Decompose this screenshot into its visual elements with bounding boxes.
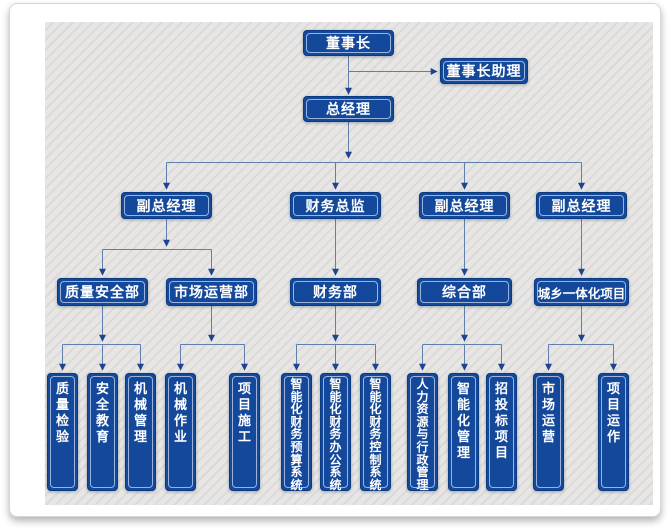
org-node-unit-smart-finance-control-system: 智能化财务控制系统 [360,373,391,491]
org-node-unit-market-operation: 市场运营 [533,373,564,491]
node-label: 城乡一体化项目 [537,286,626,301]
node-label: 董事长助理 [446,63,522,79]
node-label: 机械作业 [173,381,187,444]
node-label: 副总经理 [434,197,495,214]
org-node-unit-machinery-operation: 机械作业 [165,373,196,491]
node-label: 副总经理 [551,197,612,214]
node-label: 项目施工 [237,381,251,444]
node-label: 安全教育 [95,381,109,444]
org-node-dept-finance: 财务部 [290,278,381,306]
node-label: 董事长 [326,35,371,51]
node-label: 机械管理 [133,381,147,444]
org-node-deputy-gm-1: 副总经理 [121,192,212,219]
node-label: 智能化管理 [456,381,470,460]
node-label: 人力资源与行政管理 [416,377,429,492]
node-label: 质量安全部 [65,284,140,300]
node-label: 副总经理 [136,197,197,214]
org-node-dept-market-operations: 市场运营部 [166,278,257,306]
org-node-dept-general-affairs: 综合部 [417,278,512,306]
node-label: 市场运营部 [174,284,249,300]
org-node-unit-machinery-management: 机械管理 [125,373,156,491]
node-label: 财务总监 [305,197,366,214]
org-node-chairman: 董事长 [303,30,394,56]
node-label: 总经理 [326,101,371,117]
org-node-unit-smart-management: 智能化管理 [448,373,479,491]
org-node-unit-safety-education: 安全教育 [87,373,118,491]
org-node-unit-bidding-projects: 招投标项目 [486,373,517,491]
org-node-general-manager: 总经理 [303,96,394,122]
org-node-dept-quality-safety: 质量安全部 [57,278,148,306]
org-node-unit-quality-inspection: 质量检验 [47,373,78,491]
node-label: 智能化财务预算系统 [290,377,303,492]
org-node-dept-urban-rural-project: 城乡一体化项目 [534,278,629,306]
node-label: 智能化财务控制系统 [369,377,382,492]
org-node-unit-smart-finance-budget-system: 智能化财务预算系统 [281,373,312,491]
org-node-cfo: 财务总监 [290,192,381,219]
node-label: 智能化财务办公系统 [329,377,342,492]
node-label: 质量检验 [55,381,69,444]
node-label: 综合部 [442,284,487,300]
org-node-chairman-assistant: 董事长助理 [440,58,528,84]
org-node-unit-project-operation: 项目运作 [598,373,629,491]
node-label: 招投标项目 [494,381,508,460]
node-label: 项目运作 [606,381,620,444]
org-node-unit-hr-admin-management: 人力资源与行政管理 [407,373,438,491]
org-node-deputy-gm-2: 副总经理 [419,192,510,219]
org-node-unit-project-construction: 项目施工 [229,373,260,491]
org-node-unit-smart-finance-office-system: 智能化财务办公系统 [320,373,351,491]
node-label: 市场运营 [541,381,555,444]
org-node-deputy-gm-3: 副总经理 [536,192,627,219]
node-label: 财务部 [313,284,358,300]
